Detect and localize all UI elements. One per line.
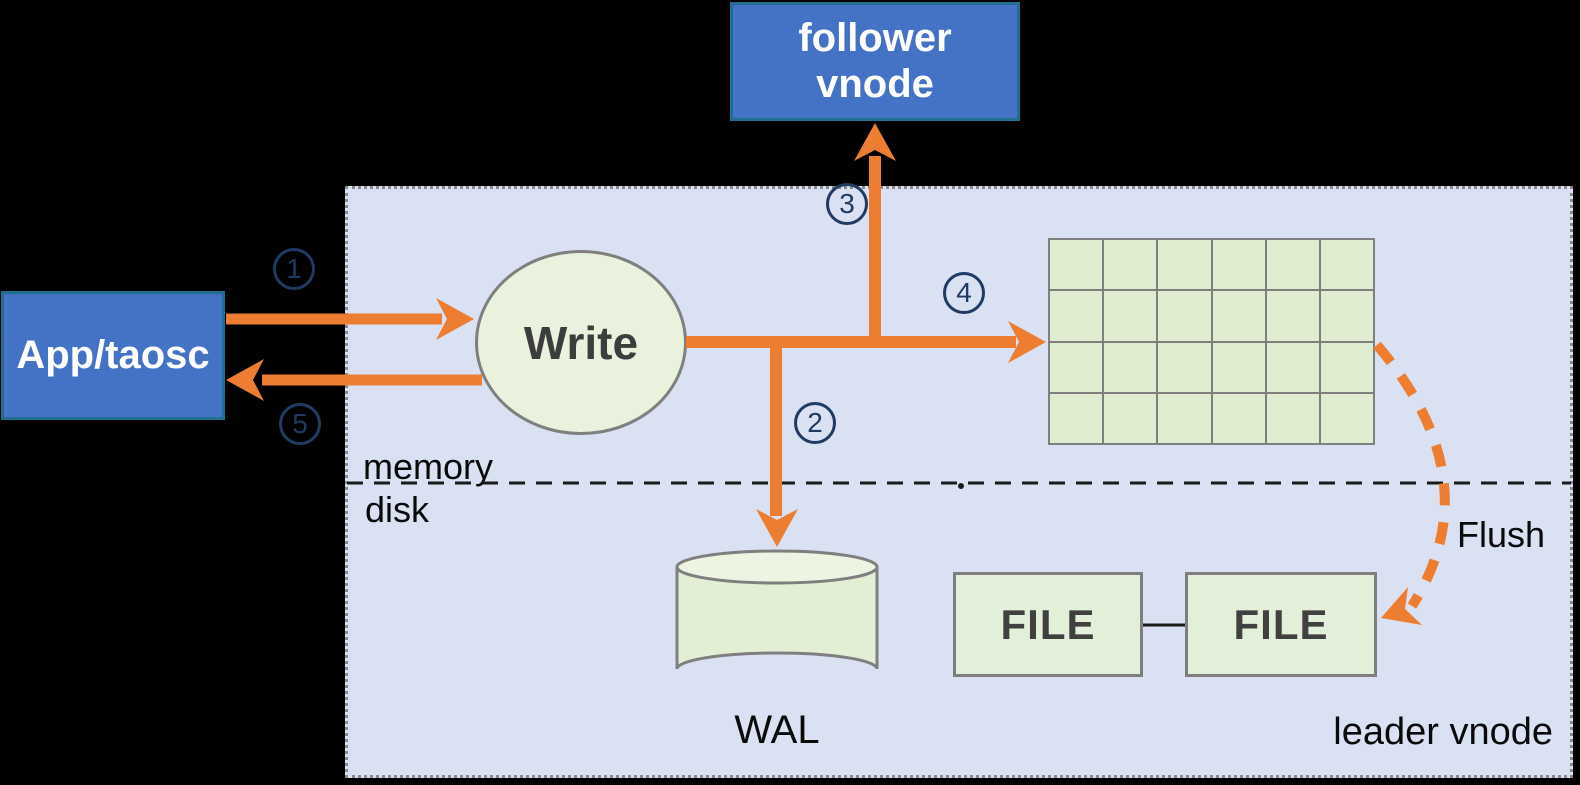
write-label: Write bbox=[523, 316, 639, 369]
wal-label: WAL bbox=[734, 708, 820, 752]
step-4-badge: 4 bbox=[943, 272, 985, 314]
mem-table-cell bbox=[1320, 240, 1373, 290]
step-1-badge: 1 bbox=[273, 248, 315, 290]
mem-table-cell bbox=[1104, 240, 1157, 290]
flush-label: Flush bbox=[1457, 514, 1546, 555]
mem-table-cell bbox=[1050, 240, 1103, 290]
file-box-right: FILE bbox=[1185, 572, 1377, 677]
mem-table-cell bbox=[1320, 342, 1373, 392]
mem-table-cell bbox=[1212, 240, 1265, 290]
leader-vnode-label: leader vnode bbox=[1333, 711, 1553, 753]
mem-table-cell bbox=[1158, 342, 1211, 392]
mem-table-cell bbox=[1320, 393, 1373, 443]
file-box-left: FILE bbox=[953, 572, 1143, 677]
file-right-label: FILE bbox=[1233, 600, 1329, 648]
mem-table-cell bbox=[1050, 393, 1103, 443]
app-taosc-label: App/taosc bbox=[16, 332, 210, 377]
mem-table-cell bbox=[1158, 393, 1211, 443]
app-taosc-node: App/taosc bbox=[1, 291, 225, 420]
mem-table-cell bbox=[1212, 342, 1265, 392]
step-3-badge: 3 bbox=[826, 183, 868, 225]
file-left-label: FILE bbox=[1000, 600, 1096, 648]
mem-table-cell bbox=[1212, 291, 1265, 341]
step-5-badge: 5 bbox=[279, 403, 321, 445]
mem-table-cell bbox=[1104, 342, 1157, 392]
mem-table-cell bbox=[1050, 291, 1103, 341]
mem-table bbox=[1048, 238, 1375, 445]
write-node: Write bbox=[475, 250, 687, 435]
mem-table-cell bbox=[1158, 240, 1211, 290]
mem-table-cell bbox=[1266, 393, 1319, 443]
mem-table-cell bbox=[1104, 393, 1157, 443]
mem-table-cell bbox=[1212, 393, 1265, 443]
mem-table-cell bbox=[1266, 240, 1319, 290]
mem-table-cell bbox=[1266, 291, 1319, 341]
memory-label: memory bbox=[363, 446, 494, 487]
mem-table-cell bbox=[1320, 291, 1373, 341]
mem-table-cell bbox=[1104, 291, 1157, 341]
step-2-badge: 2 bbox=[794, 402, 836, 444]
disk-label: disk bbox=[365, 489, 430, 530]
follower-vnode-label: follower vnode bbox=[798, 15, 952, 106]
mem-table-cell bbox=[1266, 342, 1319, 392]
follower-vnode-node: follower vnode bbox=[730, 2, 1020, 121]
mem-table-cell bbox=[1050, 342, 1103, 392]
mem-table-cell bbox=[1158, 291, 1211, 341]
